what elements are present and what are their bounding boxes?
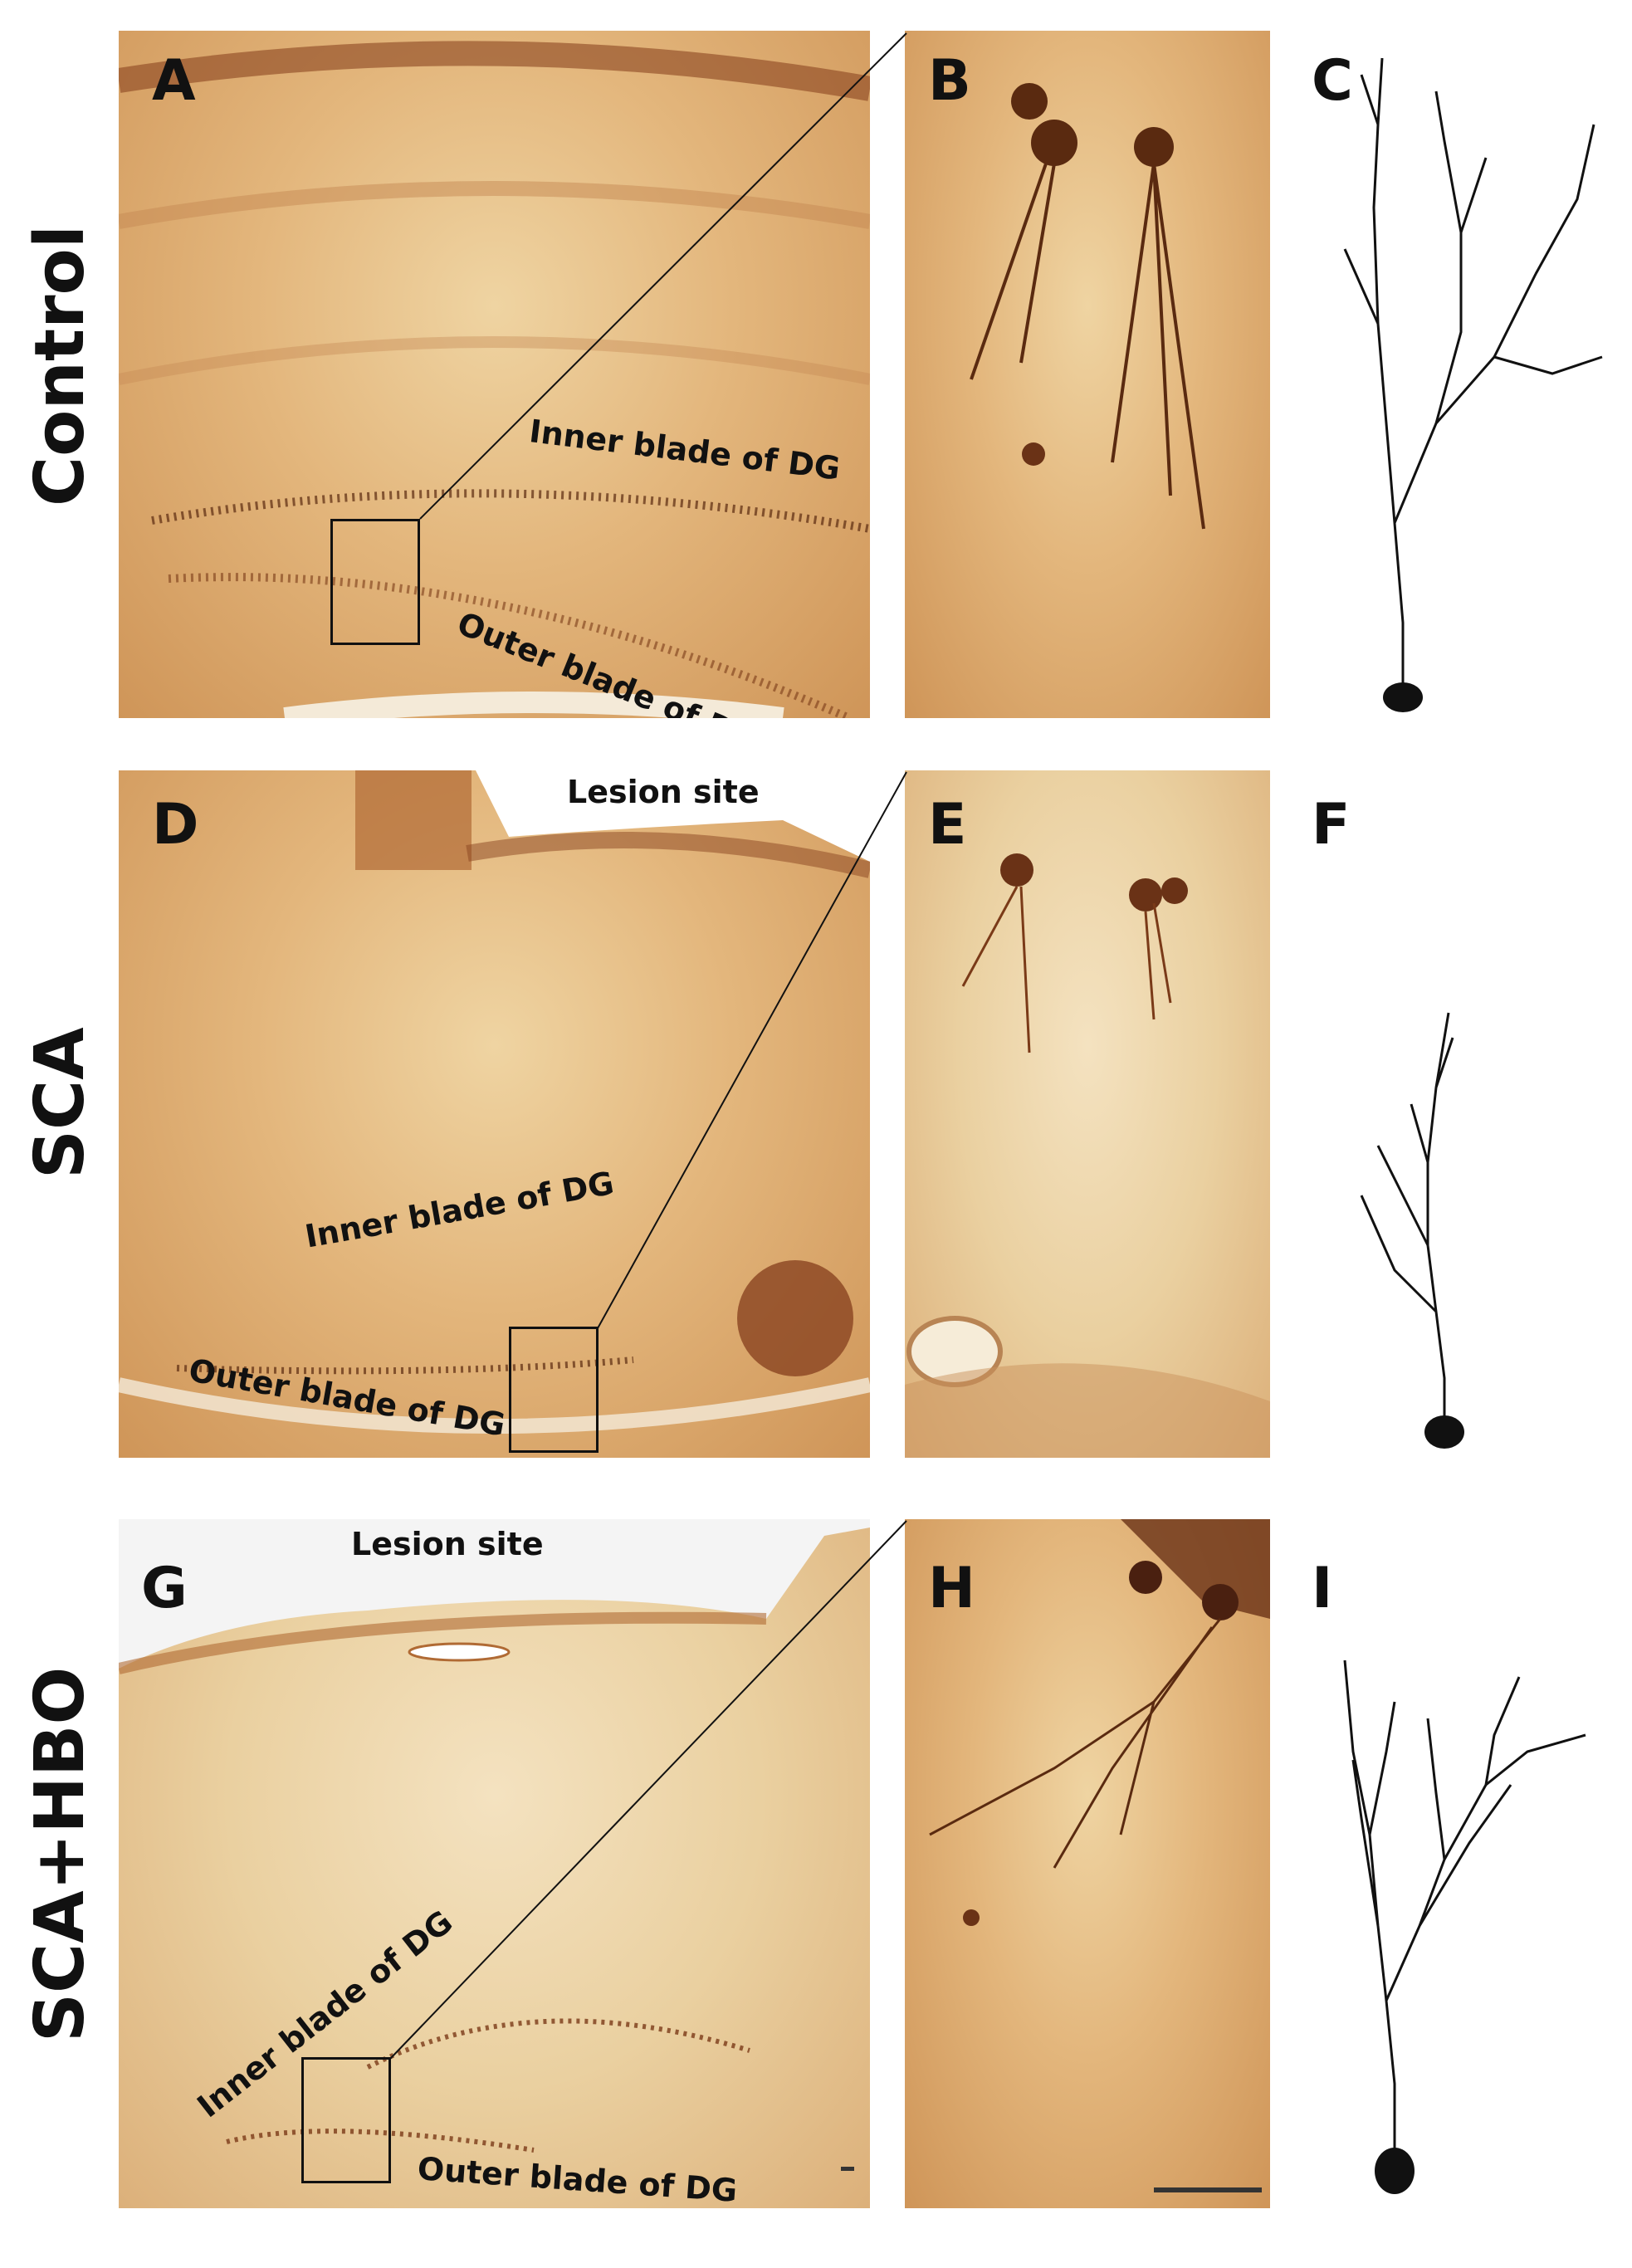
panel-letter-c: C xyxy=(1312,48,1353,114)
panel-g-tissue xyxy=(119,1519,870,2171)
panel-g-inset-box xyxy=(301,2057,391,2183)
panel-e-micrograph xyxy=(905,770,1270,1458)
panel-a-inset-box xyxy=(330,519,420,645)
panel-g-micrograph: Lesion site Inner blade of DG Outer blad… xyxy=(119,1519,870,2208)
panel-letter-d: D xyxy=(152,792,199,858)
panel-letter-i: I xyxy=(1312,1556,1333,1621)
panel-d-tissue xyxy=(119,770,870,1434)
panel-b-micrograph xyxy=(905,31,1270,718)
panel-letter-b: B xyxy=(928,48,971,114)
panel-letter-e: E xyxy=(928,792,967,858)
panel-a-micrograph: Inner blade of DG Outer blade of DG xyxy=(119,31,870,718)
panel-h-micrograph xyxy=(905,1519,1270,2208)
panel-g-lesion-label: Lesion site xyxy=(351,1526,544,1562)
panel-i-neuron-tracing xyxy=(1343,1659,1586,2194)
panel-d-inset-box xyxy=(509,1327,599,1453)
panel-d-micrograph: Lesion site Inner blade of DG Outer blad… xyxy=(119,770,870,1458)
panel-a-tissue xyxy=(119,41,870,718)
panel-letter-h: H xyxy=(928,1556,975,1621)
panel-e-neurons xyxy=(905,853,1270,1458)
panel-letter-f: F xyxy=(1312,792,1351,858)
panel-d-lesion-label: Lesion site xyxy=(567,774,760,810)
panel-h-neurons xyxy=(929,1519,1270,2192)
panel-letter-a: A xyxy=(152,48,196,114)
panel-c-neuron-tracing xyxy=(1343,57,1603,712)
panel-f-neuron-tracing xyxy=(1360,1012,1464,1449)
panel-letter-g: G xyxy=(141,1556,188,1621)
panel-b-neurons xyxy=(970,83,1205,530)
